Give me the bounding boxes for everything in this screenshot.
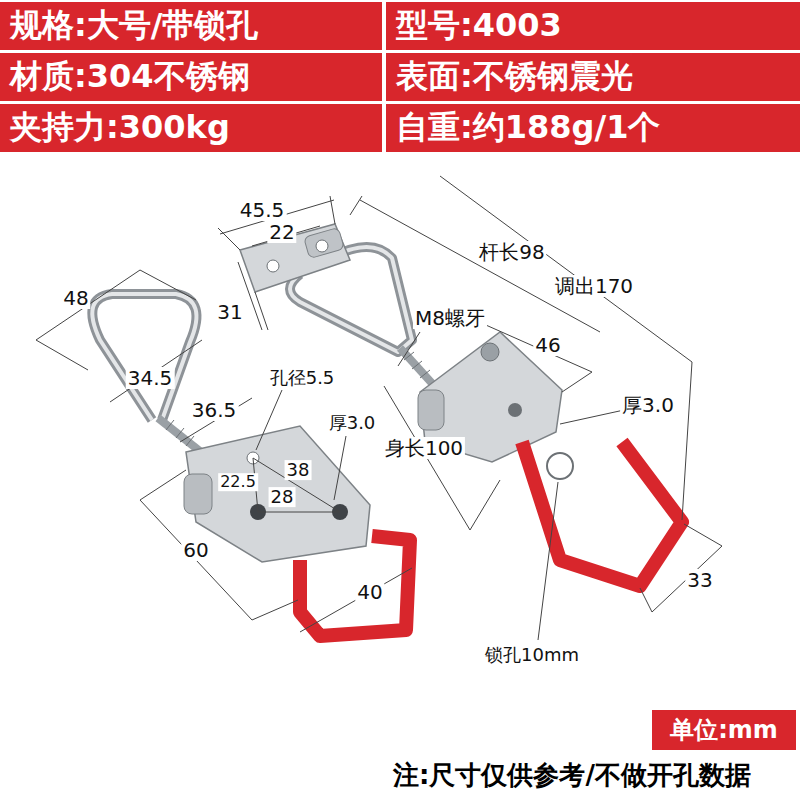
dimension-label: 28 bbox=[269, 487, 296, 507]
dimension-lines bbox=[36, 176, 722, 640]
dimension-label: 33 bbox=[685, 569, 714, 591]
dimension-label: M8螺牙 bbox=[413, 307, 487, 329]
dimension-label: 22.5 bbox=[218, 473, 258, 491]
dimension-label: 身长100 bbox=[383, 437, 465, 459]
spec-text: 材质:304不锈钢 bbox=[10, 55, 250, 99]
dimension-label: 锁孔10mm bbox=[483, 645, 581, 665]
spec-cell: 材质:304不锈钢 bbox=[0, 53, 382, 101]
dimension-label: 60 bbox=[181, 539, 210, 561]
dimension-label: 40 bbox=[355, 581, 384, 603]
spec-text: 单位:mm bbox=[670, 714, 778, 746]
spec-text: 表面:不锈钢震光 bbox=[396, 55, 633, 99]
spec-cell: 夹持力:300kg bbox=[0, 104, 382, 152]
dimension-label: 22 bbox=[267, 221, 296, 243]
dimension-label: 45.5 bbox=[238, 199, 287, 221]
dimension-label: 38 bbox=[285, 460, 312, 480]
left-latch bbox=[92, 294, 410, 636]
spec-text: 夹持力:300kg bbox=[10, 106, 230, 150]
dimension-label: 杆长98 bbox=[477, 241, 546, 263]
spec-cell: 规格:大号/带锁孔 bbox=[0, 2, 382, 50]
dimension-label: 48 bbox=[61, 287, 90, 309]
spec-cell: 自重:约188g/1个 bbox=[386, 104, 800, 152]
spec-text: 自重:约188g/1个 bbox=[396, 106, 660, 150]
dimension-label: 调出170 bbox=[553, 275, 635, 297]
dimension-label: 31 bbox=[215, 301, 244, 323]
spec-cell: 型号:4003 bbox=[386, 2, 800, 50]
spec-text: 型号:4003 bbox=[396, 4, 562, 48]
dimension-label: 36.5 bbox=[190, 399, 239, 421]
dimension-label: 46 bbox=[533, 334, 562, 356]
note-text: 注:尺寸仅供参考/不做开孔数据 bbox=[391, 761, 753, 790]
unit-badge: 单位:mm bbox=[652, 710, 796, 750]
dimension-label: 厚3.0 bbox=[620, 394, 676, 416]
spec-cell: 表面:不锈钢震光 bbox=[386, 53, 800, 101]
dimension-label: 34.5 bbox=[126, 367, 175, 389]
spec-text: 规格:大号/带锁孔 bbox=[10, 4, 258, 48]
dimension-label: 厚3.0 bbox=[327, 413, 378, 433]
dimension-label: 孔径5.5 bbox=[268, 368, 337, 388]
